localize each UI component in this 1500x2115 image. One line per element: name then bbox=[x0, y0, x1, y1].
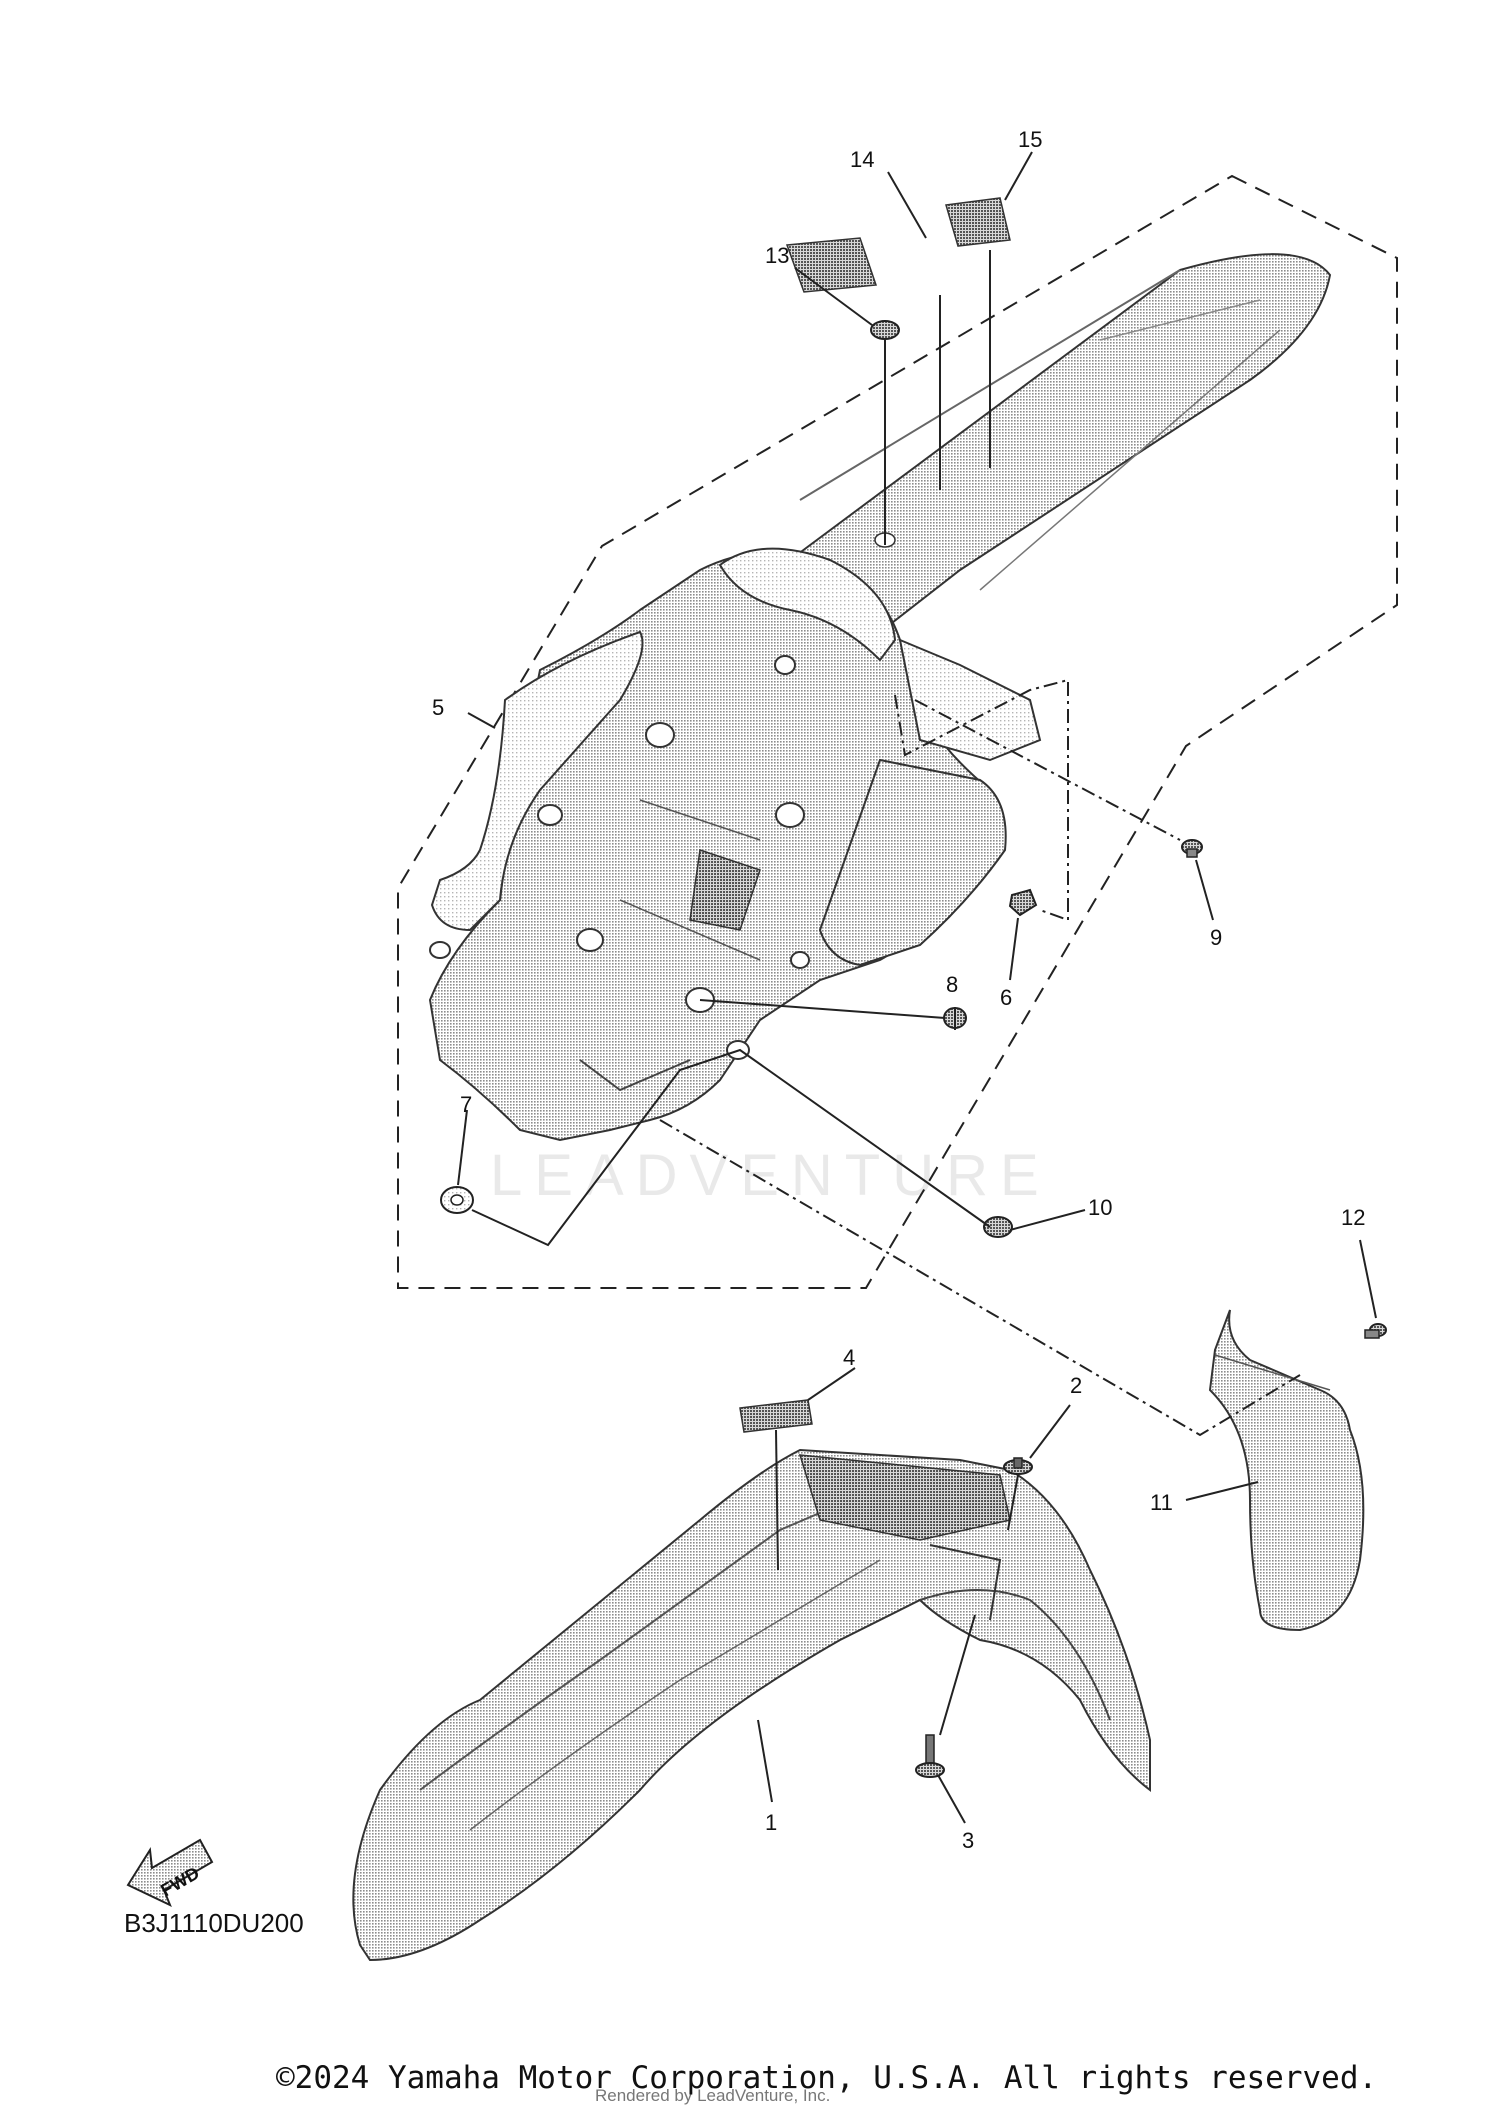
callout-6: 6 bbox=[1000, 985, 1012, 1010]
callout-1: 1 bbox=[765, 1810, 777, 1835]
sticker-15 bbox=[945, 197, 1011, 247]
rendered-by-text: Rendered by LeadVenture, Inc. bbox=[595, 2086, 831, 2105]
bolt-2 bbox=[1003, 1457, 1033, 1475]
callout-8: 8 bbox=[946, 972, 958, 997]
callout-12: 12 bbox=[1341, 1205, 1365, 1230]
washer-7 bbox=[440, 1186, 474, 1214]
callout-7: 7 bbox=[460, 1092, 472, 1117]
nut-6 bbox=[1008, 888, 1038, 917]
mud-flap bbox=[1208, 1309, 1365, 1632]
rear-fender-assembly-boundary bbox=[397, 174, 1398, 1289]
watermark: LEADVENTURE bbox=[490, 1143, 1051, 1208]
sticker-4 bbox=[739, 1399, 813, 1433]
front-fender bbox=[352, 1448, 1151, 1962]
nut-13 bbox=[870, 320, 900, 340]
rear-fender bbox=[428, 253, 1332, 1142]
callout-pointers bbox=[457, 151, 1377, 1824]
callout-9: 9 bbox=[1210, 925, 1222, 950]
callout-15: 15 bbox=[1018, 127, 1042, 152]
screw-12 bbox=[1364, 1323, 1387, 1339]
callout-14: 14 bbox=[850, 147, 874, 172]
callout-5: 5 bbox=[432, 695, 444, 720]
bolt-10 bbox=[983, 1216, 1013, 1238]
callout-13: 13 bbox=[765, 243, 789, 268]
callout-4: 4 bbox=[843, 1345, 855, 1370]
callout-10: 10 bbox=[1088, 1195, 1112, 1220]
callout-11: 11 bbox=[1150, 1490, 1173, 1515]
bolt-9 bbox=[1181, 839, 1203, 858]
copyright-text: ©2024 Yamaha Motor Corporation, U.S.A. A… bbox=[276, 2060, 1378, 2096]
forward-arrow-icon: FWD bbox=[126, 1838, 214, 1908]
sticker-14 bbox=[785, 237, 878, 293]
callout-3: 3 bbox=[962, 1828, 974, 1853]
bolt-3 bbox=[915, 1734, 945, 1778]
diagram-code: B3J1110DU200 bbox=[124, 1908, 304, 1938]
leader-lines bbox=[471, 250, 1301, 1736]
callout-2: 2 bbox=[1070, 1373, 1082, 1398]
